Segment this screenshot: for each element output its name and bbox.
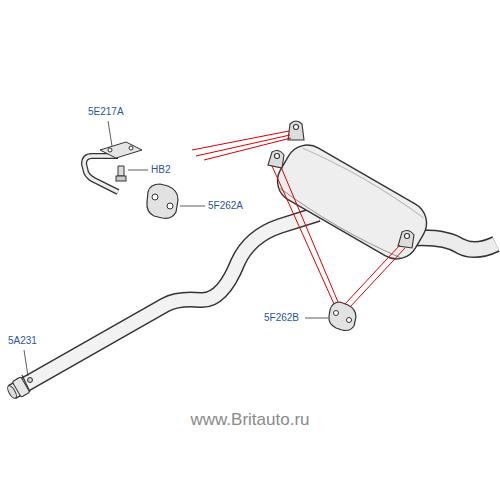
part-number: 5F262B xyxy=(264,312,299,324)
rubber-mount xyxy=(329,302,356,331)
watermark: www.Britauto.ru xyxy=(190,410,309,430)
hanger-brackets xyxy=(268,121,414,248)
part-number: HB2 xyxy=(151,164,170,176)
muffler xyxy=(269,137,434,267)
part-number: 5A231 xyxy=(8,335,37,347)
pipe-outline xyxy=(12,214,318,392)
leader-line xyxy=(24,350,28,376)
rubber-mount xyxy=(147,184,178,218)
heat-shield-bracket xyxy=(84,142,142,192)
part-number: 5F262A xyxy=(208,200,243,212)
bolt xyxy=(116,166,126,181)
pipe-body xyxy=(12,214,318,392)
part-number: 5E217A xyxy=(88,106,124,118)
clamp xyxy=(12,375,32,397)
assembly-lines xyxy=(192,131,405,307)
